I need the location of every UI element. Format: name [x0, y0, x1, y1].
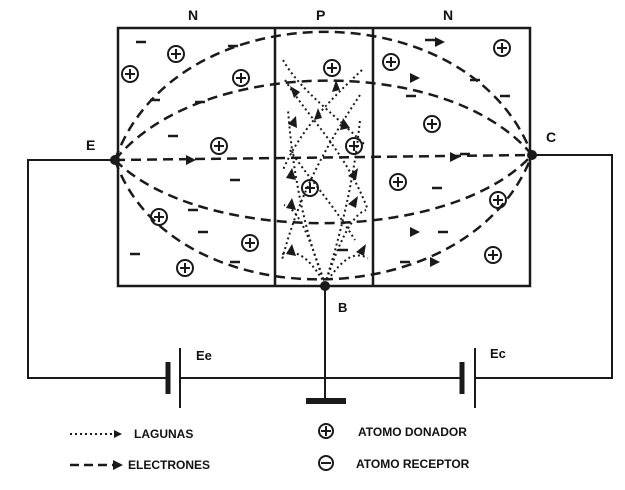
- electron-arrows: [186, 37, 460, 267]
- legend: LAGUNAS ELECTRONES ATOMO DONADOR ATOMO R…: [70, 423, 470, 472]
- legend-acceptor-label: ATOMO RECEPTOR: [356, 457, 470, 471]
- donor-atom-icon: [382, 53, 400, 71]
- donor-atom-icon: [150, 208, 168, 226]
- legend-donor-label: ATOMO DONADOR: [358, 425, 467, 439]
- legend-electrons-label: ELECTRONES: [128, 458, 210, 472]
- donor-atom-icon: [121, 65, 139, 83]
- collector-battery-label: Ec: [490, 346, 506, 361]
- emitter-battery-label: Ee: [196, 348, 212, 363]
- donor-atom-icon: [493, 39, 511, 57]
- donor-atom-icon: [323, 59, 341, 77]
- donor-atom-icon: [167, 45, 185, 63]
- collector-battery: [459, 348, 476, 408]
- legend-acceptor-icon: [318, 455, 334, 471]
- donor-atom-icon: [345, 137, 363, 155]
- region-label-p: P: [316, 7, 325, 23]
- circuit-wires: [27, 154, 613, 398]
- donor-atom-icon: [489, 191, 507, 209]
- ground-symbol: [306, 398, 346, 404]
- donor-atoms: [121, 39, 511, 277]
- legend-holes-label: LAGUNAS: [134, 427, 193, 441]
- donor-atom-icon: [484, 246, 502, 264]
- base-label: B: [338, 300, 347, 315]
- emitter-label: E: [86, 137, 95, 153]
- donor-atom-icon: [210, 137, 228, 155]
- donor-atom-icon: [176, 259, 194, 277]
- emitter-battery: [165, 348, 181, 408]
- donor-atom-icon: [423, 115, 441, 133]
- legend-donor-icon: [318, 423, 334, 439]
- region-label-left-n: N: [188, 7, 198, 23]
- donor-atom-icon: [232, 69, 250, 87]
- donor-atom-icon: [389, 173, 407, 191]
- region-label-right-n: N: [443, 7, 453, 23]
- donor-atom-icon: [301, 179, 319, 197]
- minus-signs: [130, 38, 510, 264]
- collector-label: C: [546, 129, 556, 145]
- hole-arrows: [286, 80, 366, 256]
- donor-atom-icon: [241, 234, 259, 252]
